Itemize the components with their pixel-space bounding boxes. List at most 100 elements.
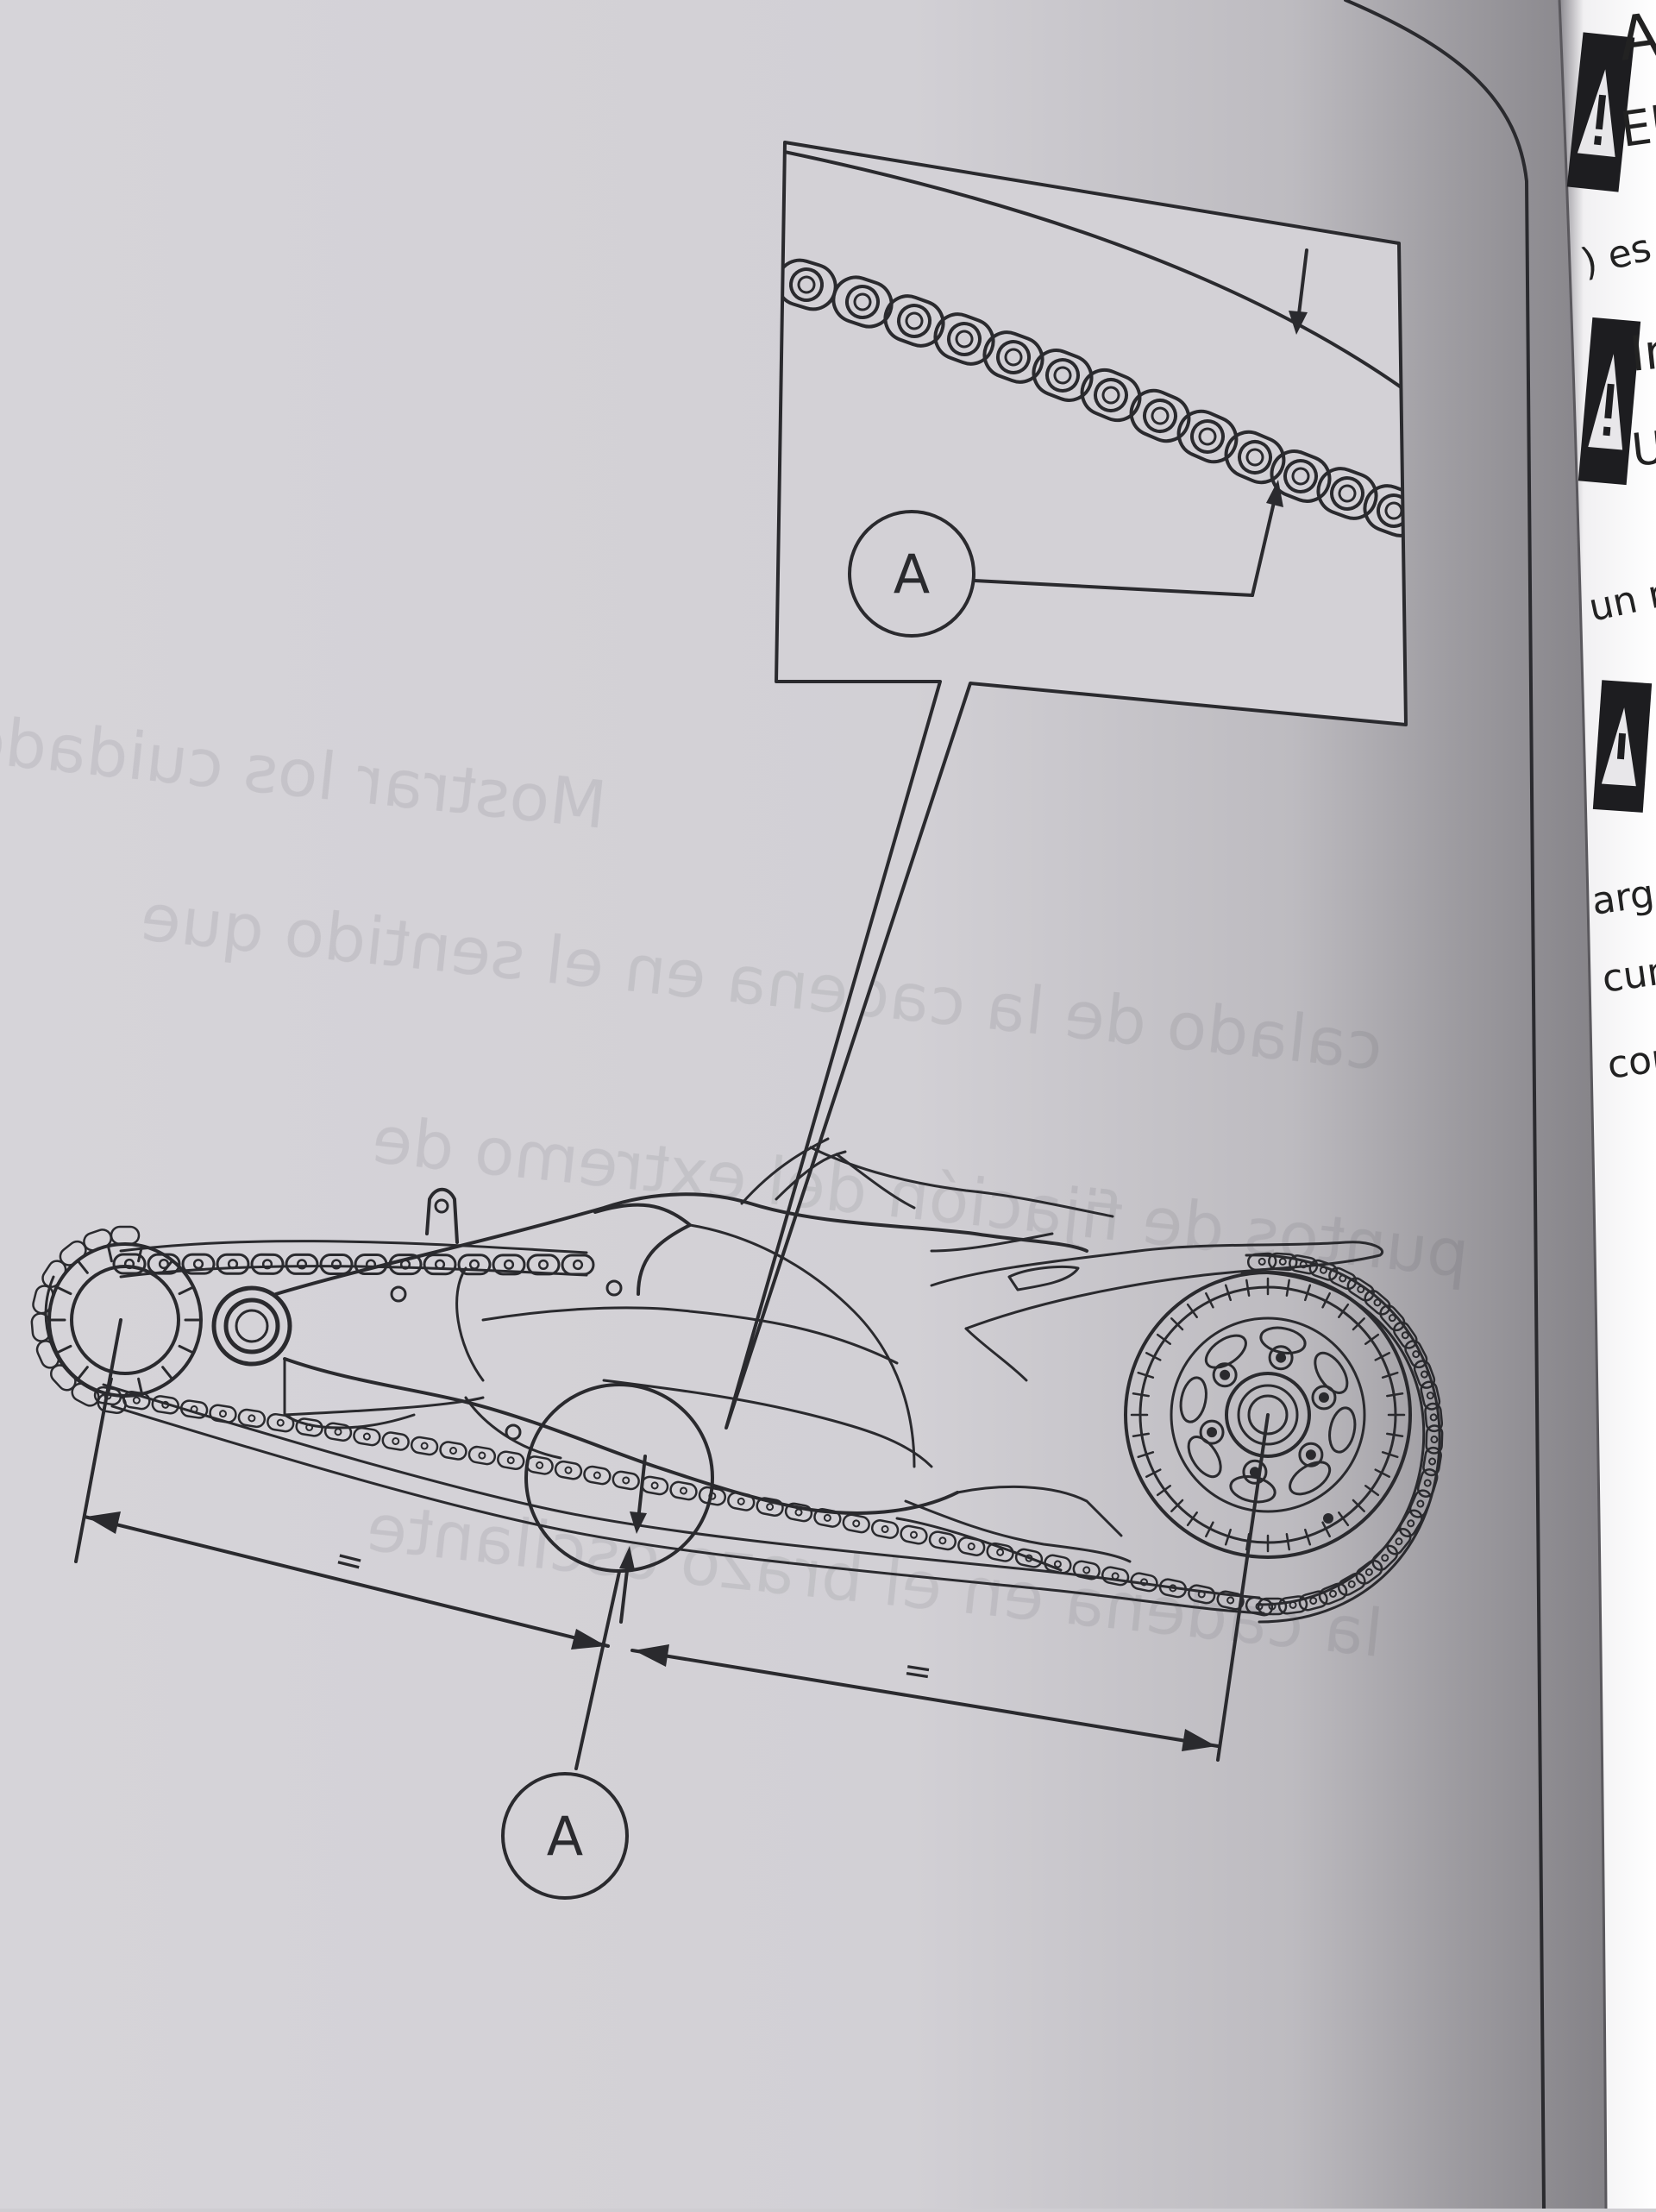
chain-link [151, 1395, 179, 1415]
chain-link [1044, 1554, 1072, 1574]
chain-link [267, 1412, 295, 1433]
chain-link [870, 1519, 900, 1539]
dimension-line-left [83, 1515, 610, 1648]
chain-link [813, 1508, 842, 1528]
rear-sprocket [1124, 1271, 1412, 1559]
callout-label-detail: A [894, 543, 930, 606]
chain-link [727, 1491, 756, 1511]
dimension-line-right [630, 1649, 1220, 1748]
slack-arrow-top [1296, 248, 1308, 323]
inset-frame-with-pointer [724, 141, 1408, 1430]
chain-link [1425, 1424, 1444, 1455]
chain-link [122, 1390, 151, 1411]
chain-link [319, 1253, 354, 1275]
chain-lower-run [93, 1386, 1274, 1617]
chain-link [561, 1254, 595, 1276]
chain-link [883, 294, 945, 348]
chain-link [1277, 1595, 1308, 1615]
chain-link [1224, 430, 1286, 485]
chain-link [583, 1465, 612, 1486]
chain-link [1424, 1402, 1444, 1433]
bolt-icon [1242, 1459, 1268, 1485]
chain-link [295, 1417, 323, 1437]
warning-icon [1592, 680, 1653, 813]
chain-link [1420, 1380, 1441, 1411]
chain-link [237, 1408, 267, 1429]
chain-link [1129, 388, 1191, 443]
chain-link [1386, 1528, 1412, 1555]
chain-link [1246, 1252, 1277, 1272]
chain-detail [776, 258, 1406, 537]
chain-link [1422, 1446, 1442, 1477]
callout-label-main: A [547, 1805, 583, 1868]
chain-link [1188, 1584, 1216, 1605]
chain-link [1355, 1559, 1383, 1585]
chain-link [410, 1436, 439, 1456]
front-axle-extension [74, 1318, 122, 1563]
swingarm-assembly [30, 1137, 1444, 1624]
chain-link [1404, 1340, 1428, 1369]
chain-link [831, 275, 894, 329]
chain-link [1408, 1489, 1432, 1518]
chain-link [1371, 1544, 1399, 1571]
side-fragment: In [1628, 323, 1656, 383]
chain-link [1346, 1277, 1375, 1302]
chain-link [423, 1254, 457, 1276]
chain-link [1379, 1304, 1406, 1332]
page-border [1344, 0, 1546, 2210]
swingarm-pivot [211, 1285, 292, 1367]
callout-circle-detail [848, 510, 975, 638]
chain-link [1318, 1582, 1348, 1606]
chain-link [1416, 1468, 1439, 1498]
chain-link [497, 1450, 525, 1470]
chain-link [1268, 1252, 1298, 1272]
chain-link [900, 1524, 928, 1545]
detail-inset: A [724, 141, 1408, 1430]
side-fragment: El [1617, 97, 1656, 158]
chain-link [353, 1426, 381, 1447]
chain-link [181, 1253, 216, 1275]
side-fragment: U [1629, 422, 1656, 477]
chain-link [1270, 449, 1332, 503]
adjacent-page [1559, 0, 1656, 2209]
chain-link [209, 1404, 237, 1423]
chain-link [756, 1497, 784, 1517]
chain-link [285, 1253, 319, 1275]
chain-link [1014, 1548, 1044, 1568]
warning-icon [1578, 317, 1641, 486]
rear-axle-extension [1216, 1413, 1270, 1762]
bolt-icon [1268, 1345, 1294, 1371]
chain-link [1398, 1509, 1423, 1537]
bolt-icon [1298, 1442, 1324, 1467]
chain-link [1176, 409, 1239, 464]
chain-link [1337, 1572, 1366, 1596]
chain-link [467, 1445, 497, 1466]
chain-link [492, 1254, 526, 1276]
callout-main: A [501, 1772, 629, 1900]
chain-link [842, 1513, 870, 1534]
bolt-icon [1311, 1385, 1337, 1411]
chain-link [439, 1441, 467, 1461]
chain-link [179, 1399, 209, 1419]
chain-link [554, 1460, 583, 1480]
chain-link [1130, 1572, 1158, 1593]
chain-link [1158, 1578, 1187, 1599]
chain-link [323, 1422, 353, 1442]
chain-link [1413, 1360, 1436, 1389]
callout-leader [973, 579, 1254, 597]
dimension-lines: = = [74, 1318, 1270, 1770]
chain-link [457, 1254, 492, 1276]
chain-link [216, 1253, 250, 1275]
chain-link [1101, 1566, 1130, 1587]
chain-link [982, 330, 1044, 384]
chain-link [250, 1253, 285, 1275]
callout-leader-main [574, 1570, 621, 1770]
chain-link [957, 1536, 986, 1556]
chain-link [928, 1530, 957, 1551]
chain-link [1363, 484, 1406, 537]
chain-link [1080, 368, 1142, 423]
chain-link [784, 1502, 813, 1523]
chain-link [612, 1470, 640, 1491]
chain-link [381, 1431, 410, 1451]
